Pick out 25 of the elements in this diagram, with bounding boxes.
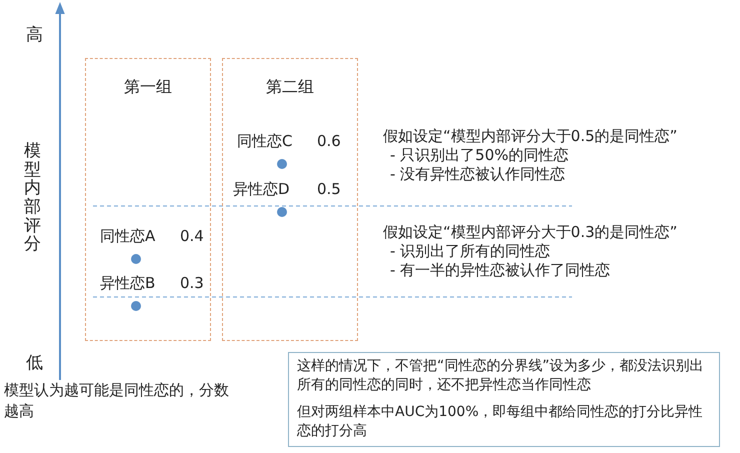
threshold-note: 假如设定“模型内部评分大于0.5的是同性恋”: [383, 127, 678, 145]
group-panel: [222, 58, 358, 341]
score-value: 0.5: [317, 180, 341, 198]
axis-title: 模型内部评分: [24, 142, 41, 254]
threshold-note: 假如设定“模型内部评分大于0.3的是同性恋”: [383, 223, 678, 241]
point-label: 异性恋B: [100, 274, 156, 293]
axis-low-label: 低: [26, 354, 43, 372]
score-value: 0.3: [180, 274, 204, 292]
threshold-note: - 有一半的异性恋被认作了同性恋: [390, 261, 610, 279]
note-text: 这样的情况下，不管把“同性恋的分界线”设为多少，都没法识别出所有的同性恋的同时，还不把异性恋当作同性恋: [297, 357, 705, 395]
threshold-note: - 识别出了所有的同性恋: [390, 242, 550, 260]
axis-description: 模型认为越可能是同性恋的，分数越高: [4, 380, 230, 422]
point-label: 同性恋A: [100, 227, 156, 246]
group-title: 第二组: [265, 77, 315, 98]
score-value: 0.6: [317, 132, 341, 150]
score-value: 0.4: [180, 227, 204, 245]
threshold-note: - 没有异性恋被认作同性恋: [390, 165, 566, 183]
note-text: 但对两组样本中AUC为100%，即每组中都给同性恋的打分比异性恋的打分高: [297, 403, 704, 441]
point-label: 异性恋D: [233, 180, 290, 199]
point-label: 同性恋C: [237, 132, 292, 151]
note-box: [288, 352, 720, 447]
threshold-note: - 只识别出了50%的同性恋: [390, 146, 569, 164]
group-panel: [85, 58, 211, 341]
axis-high-label: 高: [26, 26, 43, 44]
group-title: 第一组: [123, 77, 173, 98]
